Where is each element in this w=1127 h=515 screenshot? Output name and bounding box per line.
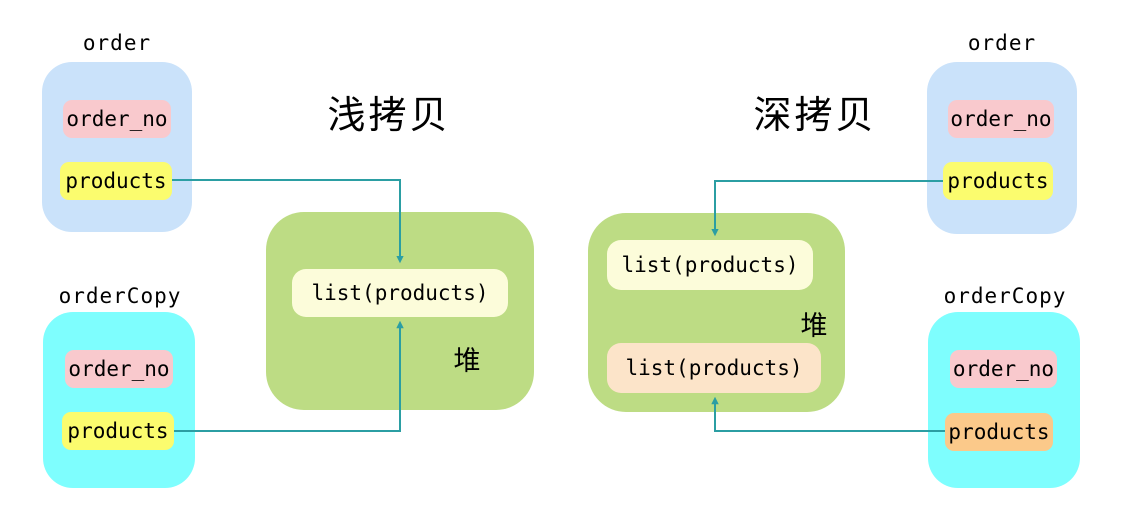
shallow-ordercopy-field-products: products <box>62 412 174 450</box>
shallow-ordercopy-title: orderCopy <box>58 284 182 308</box>
deep-copy-title: 深拷贝 <box>753 93 877 137</box>
deep-order-box <box>927 62 1077 234</box>
shallow-order-title: order <box>82 31 152 55</box>
shallow-order-box <box>42 62 192 232</box>
shallow-order-field-order-no: order_no <box>63 100 171 138</box>
deep-order-field-order-no: order_no <box>948 100 1054 138</box>
deep-ordercopy-box <box>928 312 1080 488</box>
shallow-heap-list-products: list(products) <box>292 269 508 317</box>
deep-order-field-products: products <box>943 162 1053 200</box>
shallow-heap-label: 堆 <box>453 346 481 377</box>
deep-ordercopy-field-products: products <box>945 413 1053 451</box>
deep-ordercopy-title: orderCopy <box>943 284 1067 308</box>
shallow-copy-title: 浅拷贝 <box>327 93 451 137</box>
deep-heap-label: 堆 <box>800 311 828 342</box>
deep-heap-list-products-original: list(products) <box>607 240 813 290</box>
deep-ordercopy-field-order-no: order_no <box>950 350 1057 388</box>
shallow-order-field-products: products <box>60 162 172 200</box>
deep-order-title: order <box>967 31 1037 55</box>
deep-heap-list-products-copy: list(products) <box>607 343 821 393</box>
shallow-ordercopy-box <box>43 312 195 488</box>
shallow-ordercopy-field-order-no: order_no <box>65 350 173 388</box>
